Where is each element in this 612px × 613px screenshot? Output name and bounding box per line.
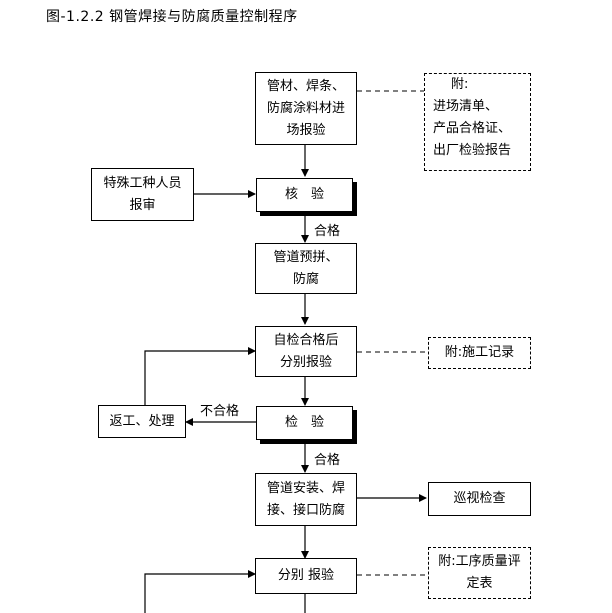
edge-label-fail: 不合格 [200,404,240,419]
prefab-box: 管道预拼、 防腐 [255,243,357,294]
edge-label-pass1: 合格 [314,224,341,239]
materials-line-2: 防腐涂料材进 [266,100,345,116]
selfcheck-box: 自检合格后 分别报验 [255,326,357,377]
attach1-line-3: 产品合格证、 [433,121,512,136]
attach2-box: 附:施工记录 [428,337,531,369]
attach1-line-1: 附: [451,77,469,92]
materials-box: 管材、焊条、 防腐涂料材进 场报验 [255,72,357,145]
verify-box: 核 验 [256,178,353,212]
report-box: 分别 报验 [255,558,357,594]
attach2-label: 附:施工记录 [444,345,515,360]
verify-label: 核 验 [284,187,324,202]
rework-label: 返工、处理 [109,413,175,429]
arrow-rework-selfcheck [144,347,256,405]
page-title: 图-1.2.2 钢管焊接与防腐质量控制程序 [46,9,298,25]
special-worker-box: 特殊工种人员 报审 [91,168,194,221]
report-label: 分别 报验 [277,568,335,583]
inspect-label: 检 验 [284,415,324,430]
selfcheck-line-1: 自检合格后 [273,332,339,348]
install-line-2: 接、接口防腐 [266,502,345,518]
edge-label-pass2: 合格 [314,453,341,468]
attach1-box: 附: 进场清单、 产品合格证、 出厂检验报告 [424,73,531,171]
special-line-1: 特殊工种人员 [103,175,182,191]
patrol-label: 巡视检查 [453,491,506,506]
prefab-line-2: 防腐 [292,271,319,287]
attach3-line-1: 附:工序质量评 [438,554,521,569]
special-line-2: 报审 [129,197,156,213]
inspect-box: 检 验 [256,406,353,440]
selfcheck-line-2: 分别报验 [279,354,332,370]
rework-box: 返工、处理 [98,405,186,438]
attach1-line-2: 进场清单、 [433,99,499,114]
materials-line-3: 场报验 [286,122,326,138]
patrol-box: 巡视检查 [428,482,531,516]
attach3-box: 附:工序质量评 定表 [428,547,531,599]
prefab-line-1: 管道预拼、 [273,249,339,265]
materials-line-1: 管材、焊条、 [266,78,345,94]
install-box: 管道安装、焊 接、接口防腐 [255,473,357,526]
attach3-line-2: 定表 [466,576,493,591]
attach1-line-4: 出厂检验报告 [433,143,512,158]
arrow-left-report [144,570,256,613]
install-line-1: 管道安装、焊 [266,480,345,496]
